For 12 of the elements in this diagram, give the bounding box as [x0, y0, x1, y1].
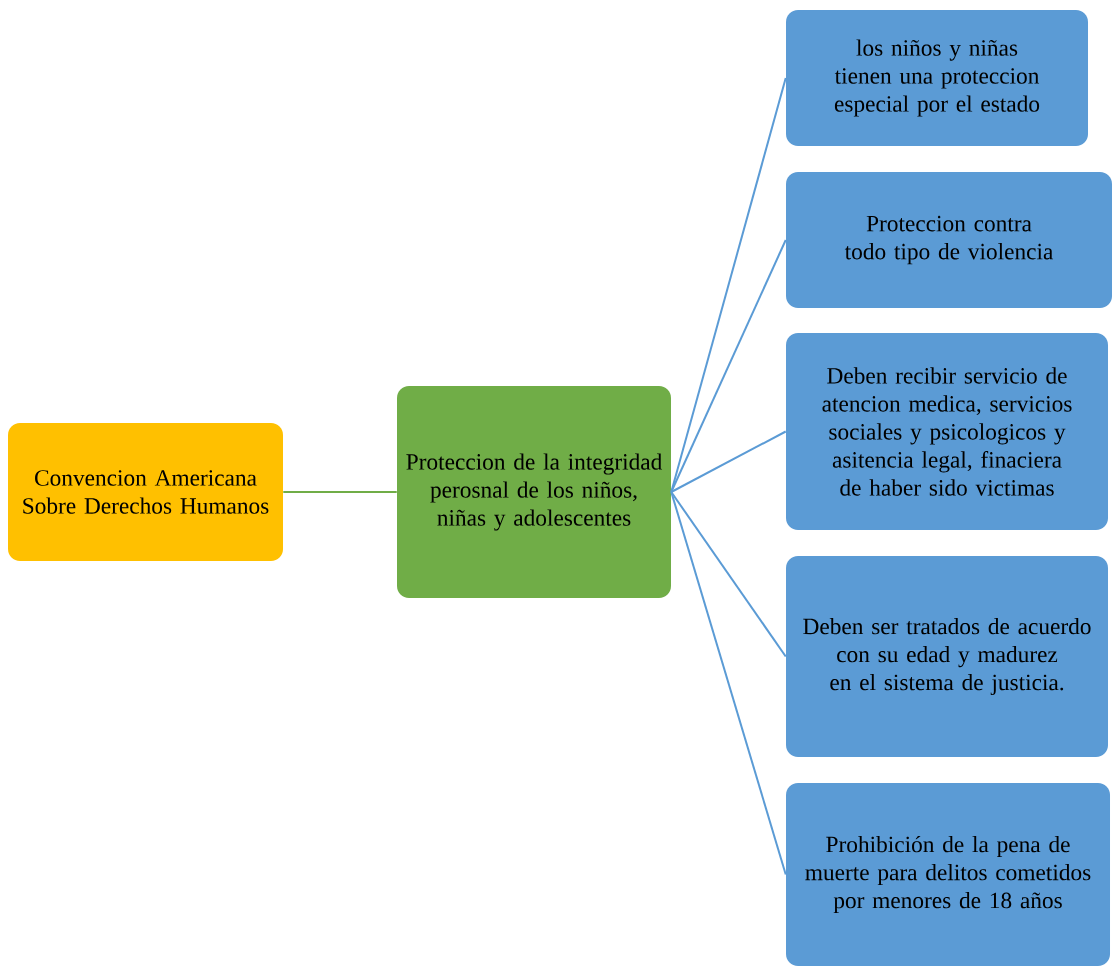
connector-line [670, 430, 787, 493]
topic-box: Proteccion de la integridad perosnal de los niños, niñas y adolescentes [397, 386, 671, 598]
item-box: Deben recibir servicio de atencion medica, servicios sociales y psicologicos y asitencia legal, finaciera de haber sido victimas [786, 333, 1108, 530]
connector-line [670, 491, 787, 876]
item-box: Prohibición de la pena de muerte para delitos cometidos por menores de 18 años [786, 783, 1110, 966]
item-box: Proteccion contra todo tipo de violencia [786, 172, 1112, 308]
connector-line [670, 491, 787, 658]
connector-line [670, 239, 787, 493]
connector-line [282, 491, 398, 493]
item-box: los niños y niñas tienen una proteccion especial por el estado [786, 10, 1088, 146]
item-box: Deben ser tratados de acuerdo con su edad y madurez en el sistema de justicia. [786, 556, 1108, 757]
source-box: Convencion Americana Sobre Derechos Humanos [8, 423, 283, 561]
